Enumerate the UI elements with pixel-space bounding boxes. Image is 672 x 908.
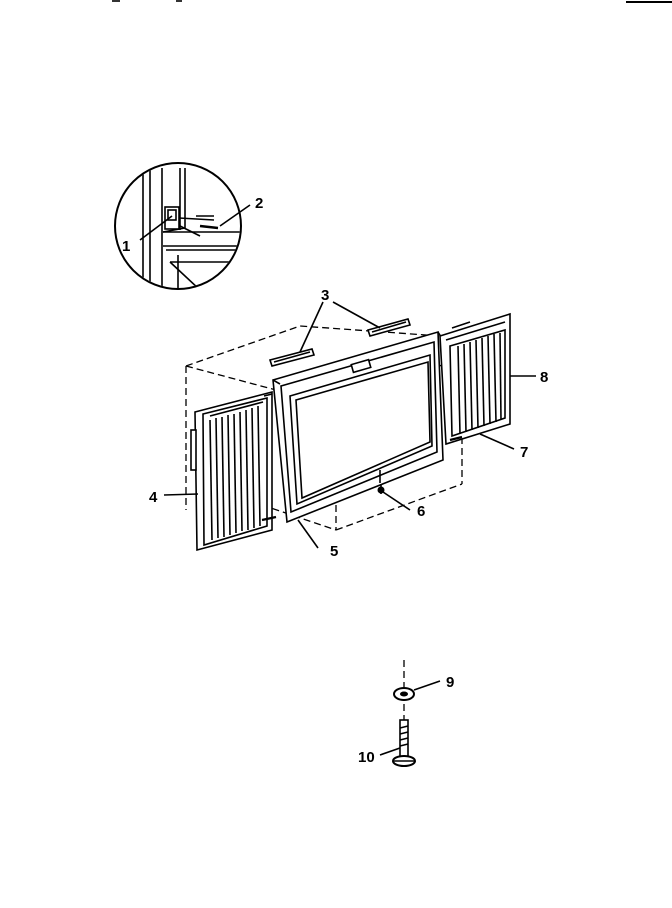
leader-6	[382, 491, 411, 511]
leader-1	[139, 215, 173, 241]
center-frame	[272, 330, 444, 524]
detail-inset	[114, 162, 242, 290]
right-side-panel	[439, 312, 511, 446]
callout-6: 6	[417, 503, 425, 520]
leader-9	[413, 680, 441, 691]
callout-2: 2	[255, 195, 263, 212]
leader-10	[379, 747, 401, 756]
top-rails	[268, 318, 412, 367]
leader-3b	[332, 301, 381, 329]
callout-5: 5	[330, 543, 338, 560]
callout-1: 1	[122, 238, 130, 255]
leader-4	[163, 493, 199, 496]
leader-2	[219, 204, 251, 227]
callout-4: 4	[149, 489, 158, 506]
hardware-parts	[379, 660, 441, 767]
callout-7: 7	[520, 444, 528, 461]
leader-7	[479, 433, 515, 450]
left-side-panel	[190, 390, 277, 552]
leader-5	[297, 519, 319, 549]
callout-3: 3	[321, 287, 329, 304]
screw-small	[377, 484, 385, 494]
top-edge-marks	[112, 0, 672, 3]
callout-8: 8	[540, 369, 548, 386]
leader-3a	[299, 301, 324, 353]
callout-10: 10	[358, 749, 375, 766]
callout-9: 9	[446, 674, 454, 691]
